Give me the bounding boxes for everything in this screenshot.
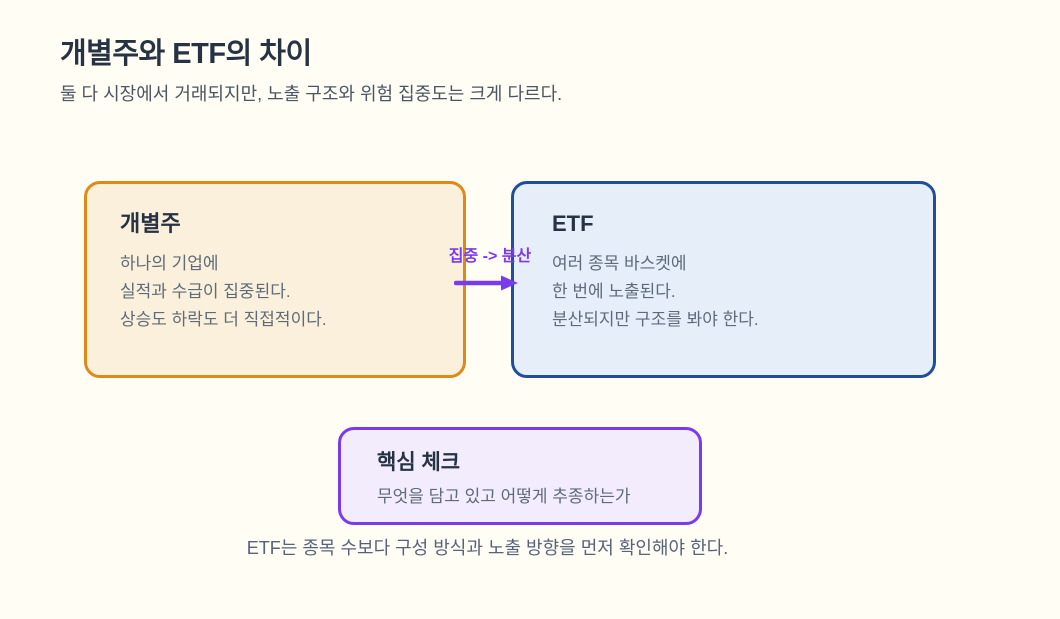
stock-card: 개별주 하나의 기업에 실적과 수급이 집중된다. 상승도 하락도 더 직접적이…	[84, 181, 466, 378]
stock-card-title: 개별주	[120, 211, 181, 236]
footer-note: ETF는 종목 수보다 구성 방식과 노출 방향을 먼저 확인해야 한다.	[246, 538, 729, 558]
stock-card-line-3: 상승도 하락도 더 직접적이다.	[120, 310, 327, 329]
stock-card-line-1: 하나의 기업에	[120, 254, 219, 273]
stock-card-body: 하나의 기업에 실적과 수급이 집중된다. 상승도 하락도 더 직접적이다.	[120, 250, 435, 334]
page-subtitle: 둘 다 시장에서 거래되지만, 노출 구조와 위험 집중도는 크게 다르다.	[60, 84, 563, 104]
etf-card-title: ETF	[552, 211, 594, 236]
arrow-label: 집중 -> 분산	[448, 248, 532, 265]
key-check-body: 무엇을 담고 있고 어떻게 추종하는가	[377, 487, 631, 506]
etf-card-line-3: 분산되지만 구조를 봐야 한다.	[552, 310, 759, 329]
stock-card-line-2: 실적과 수급이 집중된다.	[120, 282, 291, 301]
etf-card: ETF 여러 종목 바스켓에 한 번에 노출된다. 분산되지만 구조를 봐야 한…	[511, 181, 936, 378]
key-check-card: 핵심 체크 무엇을 담고 있고 어떻게 추종하는가	[338, 427, 702, 525]
key-check-title: 핵심 체크	[377, 451, 461, 474]
etf-card-body: 여러 종목 바스켓에 한 번에 노출된다. 분산되지만 구조를 봐야 한다.	[552, 250, 905, 334]
right-arrow-icon	[454, 275, 518, 291]
etf-card-line-1: 여러 종목 바스켓에	[552, 254, 687, 273]
page-title: 개별주와 ETF의 차이	[60, 38, 312, 70]
etf-card-line-2: 한 번에 노출된다.	[552, 282, 676, 301]
